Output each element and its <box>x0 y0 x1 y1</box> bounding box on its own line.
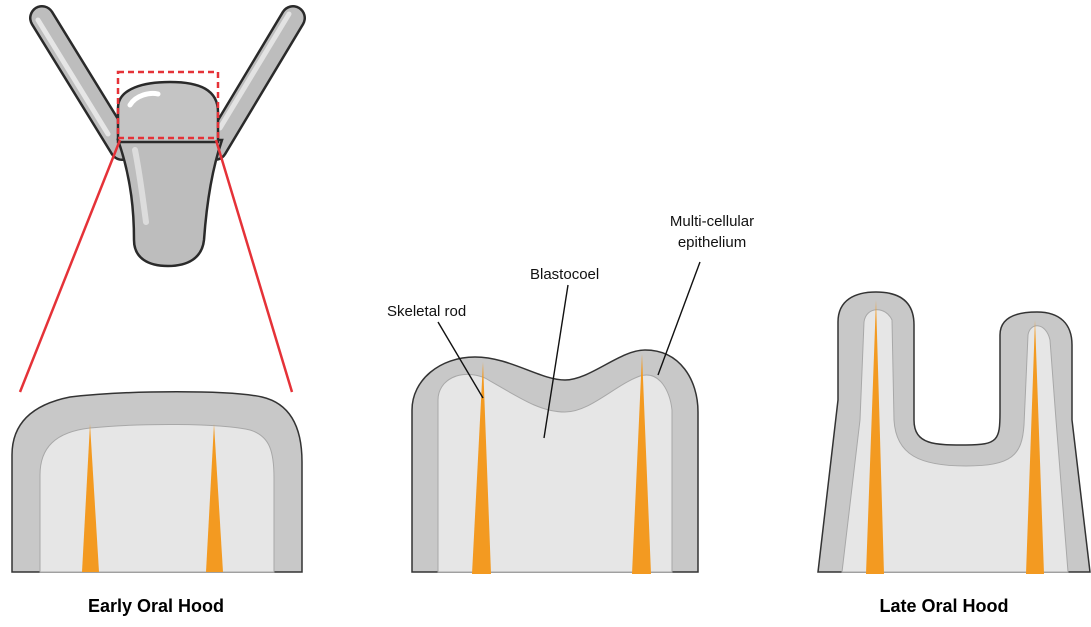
zoom-line-right <box>216 140 292 392</box>
blastocoel-label: Blastocoel <box>530 266 599 283</box>
epithelium-label-line1: Multi-cellular <box>670 213 754 230</box>
larva-right-arm <box>215 14 293 148</box>
epithelium-leader <box>658 262 700 375</box>
larva-oral-hood <box>118 82 218 142</box>
early-oral-hood-section <box>12 392 302 572</box>
larva-body <box>118 140 222 266</box>
early-blastocoel <box>40 424 274 572</box>
middle-oral-hood-section: Skeletal rod Blastocoel Multi-cellular e… <box>387 213 754 574</box>
skeletal-rod-label: Skeletal rod <box>387 303 466 320</box>
epithelium-label-line2: epithelium <box>678 234 746 251</box>
late-oral-hood-section <box>818 292 1090 574</box>
larva-left-arm <box>38 18 122 148</box>
larva-overview <box>38 14 293 266</box>
zoom-line-left <box>20 140 120 392</box>
late-caption: Late Oral Hood <box>879 596 1008 616</box>
early-caption: Early Oral Hood <box>88 596 224 616</box>
